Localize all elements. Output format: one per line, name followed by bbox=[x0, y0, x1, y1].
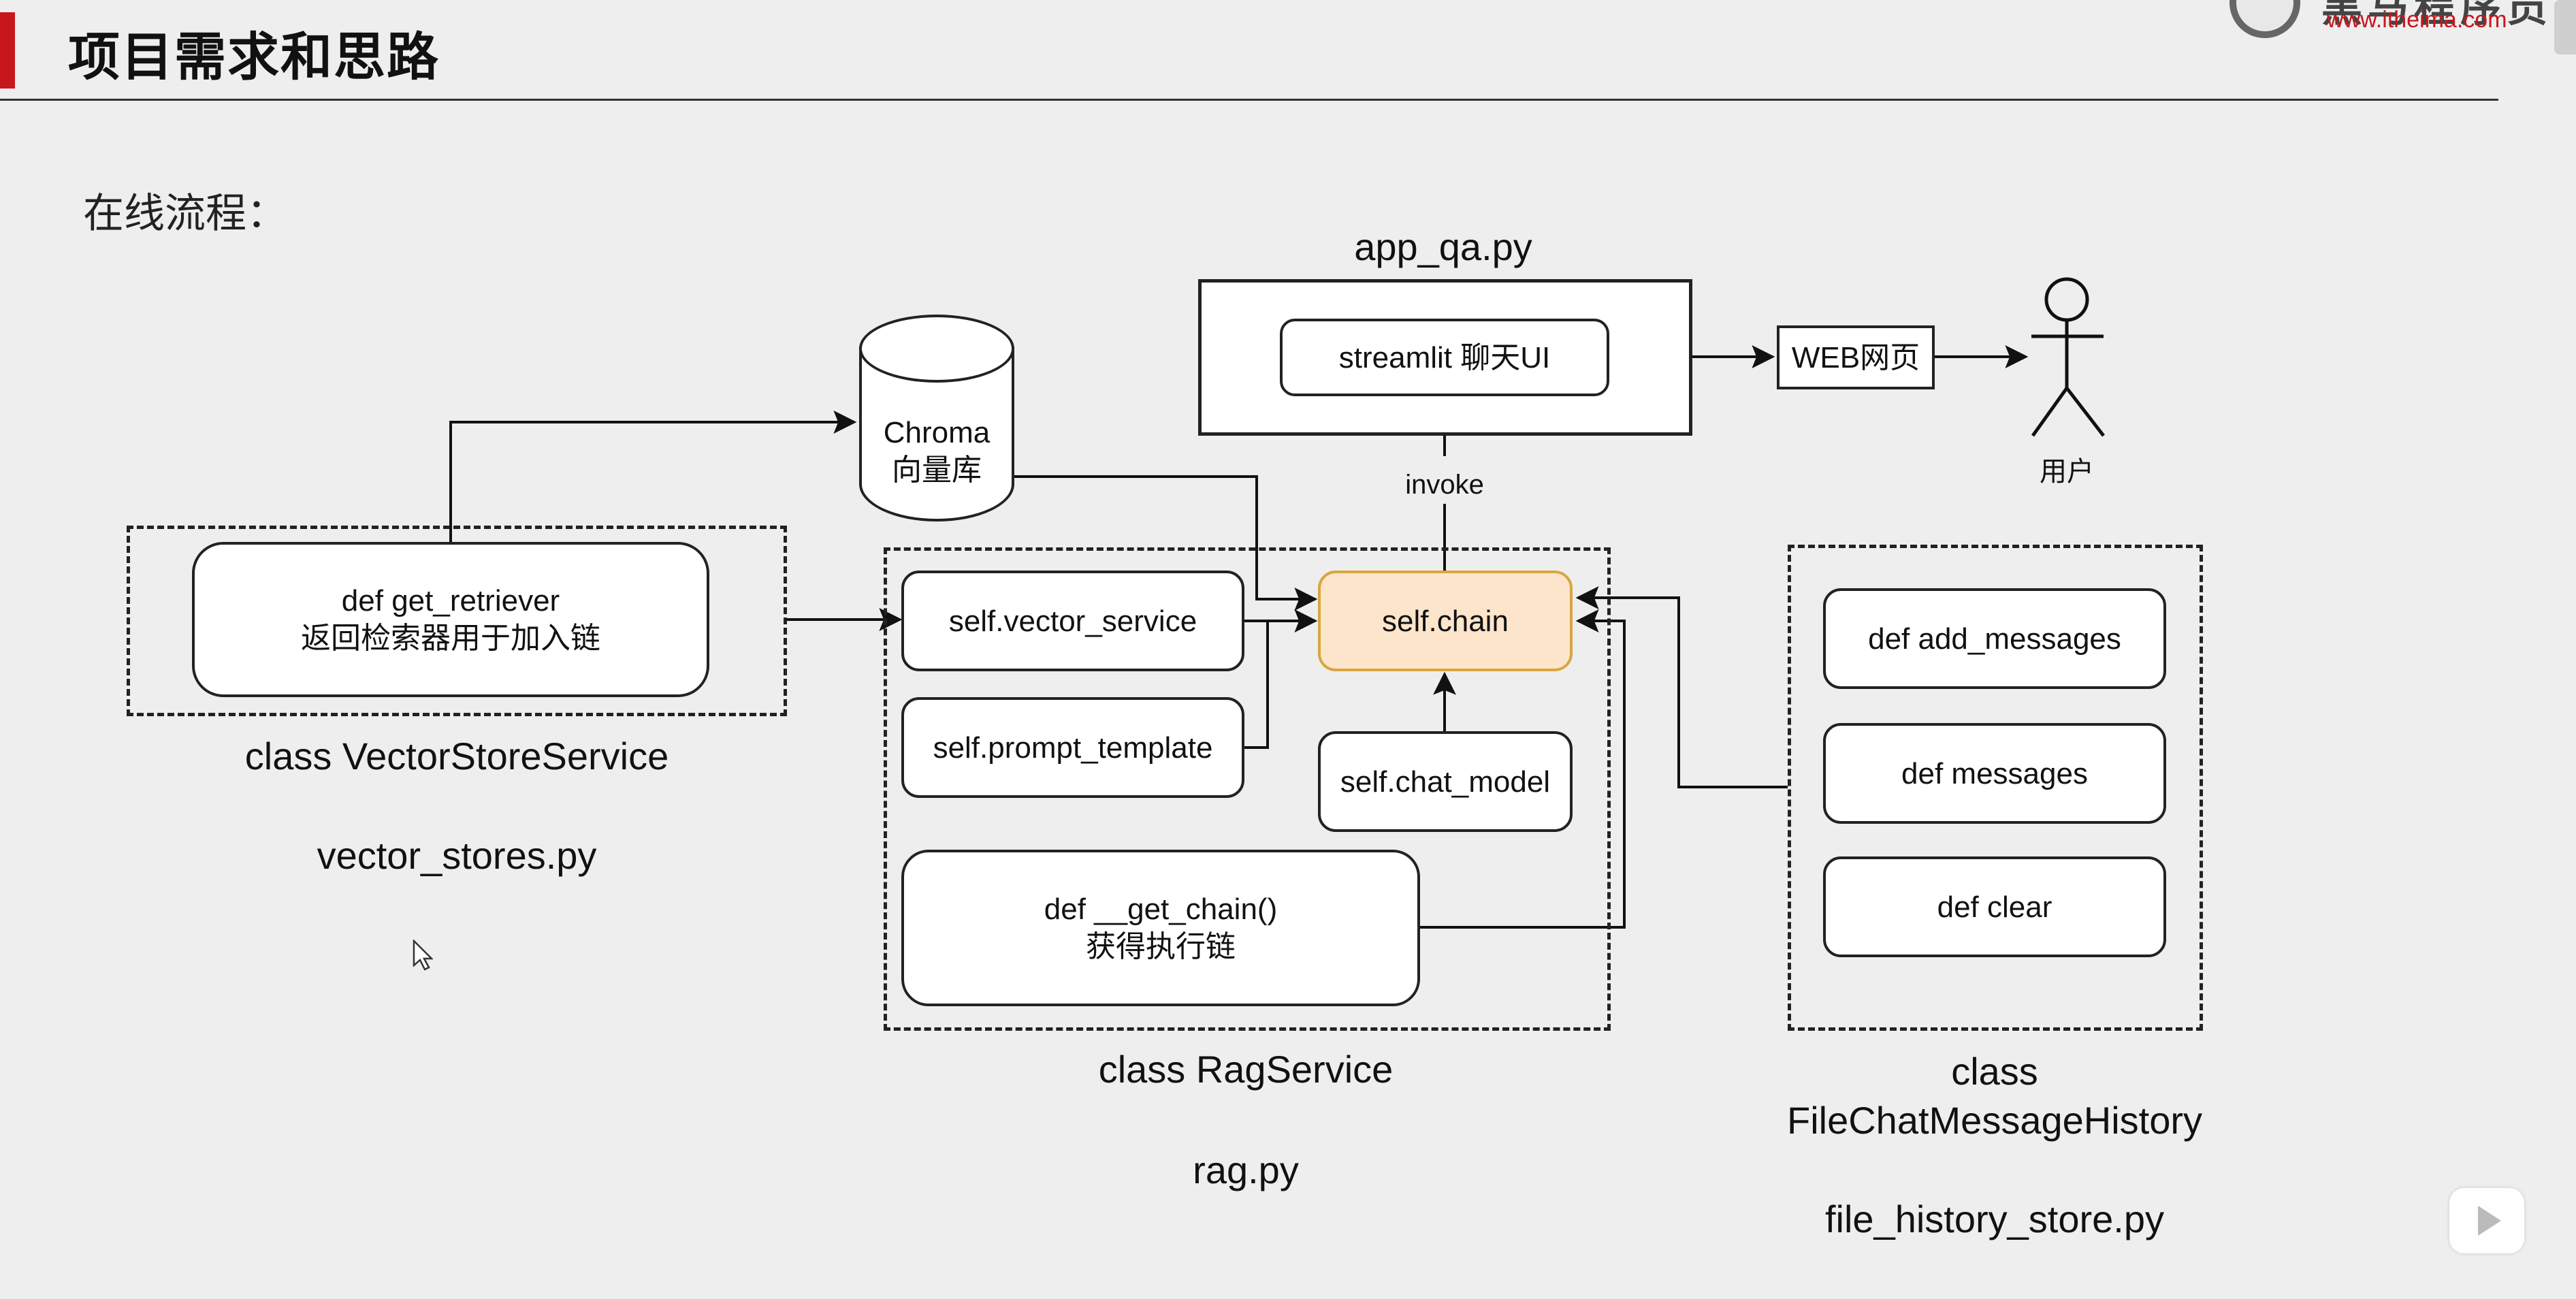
vector-store-class-label: class VectorStoreService bbox=[244, 735, 669, 777]
get-chain-method-box: def __get_chain() 获得执行链 bbox=[901, 850, 1420, 1006]
chroma-cylinder-top bbox=[859, 315, 1014, 383]
file-history-class-label: class FileChatMessageHistory bbox=[1787, 1050, 2202, 1142]
clear-method-box: def clear bbox=[1823, 856, 2166, 957]
file-history-group bbox=[1788, 545, 2203, 1031]
side-panel-tab[interactable] bbox=[2554, 0, 2576, 54]
video-play-button[interactable] bbox=[2449, 1188, 2524, 1253]
vector-store-service-group bbox=[127, 526, 787, 716]
chat-model-box: self.chat_model bbox=[1318, 731, 1573, 832]
self-chain-box: self.chain bbox=[1318, 571, 1573, 671]
brand-logo-text: 黑马程序员 bbox=[2321, 0, 2553, 31]
file-history-store-file-label: file_history_store.py bbox=[1824, 1198, 2164, 1240]
get-retriever-method-box: def get_retriever 返回检索器用于加入链 bbox=[192, 542, 709, 697]
title-accent-bar bbox=[0, 12, 15, 89]
edge-history-to-chain bbox=[1575, 586, 1788, 788]
app-qa-file-label: app_qa.py bbox=[1354, 225, 1532, 268]
add-messages-method-box: def add_messages bbox=[1823, 588, 2166, 689]
chroma-db-label: Chroma 向量库 bbox=[883, 416, 991, 487]
streamlit-chat-ui-box: streamlit 聊天UI bbox=[1280, 319, 1609, 396]
messages-method-box: def messages bbox=[1823, 723, 2166, 824]
play-icon bbox=[2478, 1206, 2501, 1236]
edge-retriever-to-chroma bbox=[449, 411, 857, 542]
rag-file-label: rag.py bbox=[1193, 1149, 1299, 1191]
page-title: 项目需求和思路 bbox=[68, 27, 440, 87]
section-label: 在线流程： bbox=[83, 190, 287, 238]
title-divider bbox=[0, 99, 2498, 101]
edge-get-chain-to-chain bbox=[1420, 609, 1626, 929]
edge-prompt-template-to-chain bbox=[1244, 621, 1269, 749]
edge-chroma-to-chain bbox=[1014, 475, 1318, 611]
user-label: 用户 bbox=[2040, 456, 2094, 487]
rag-service-class-label: class RagService bbox=[1098, 1048, 1394, 1091]
rag-service-group bbox=[884, 547, 1611, 1031]
web-page-box: WEB网页 bbox=[1777, 325, 1935, 389]
vector-service-box: self.vector_service bbox=[901, 571, 1244, 671]
vector-stores-file-label: vector_stores.py bbox=[317, 834, 597, 877]
prompt-template-box: self.prompt_template bbox=[901, 697, 1244, 798]
invoke-label: invoke bbox=[1389, 466, 1500, 504]
user-actor-icon bbox=[2031, 277, 2105, 437]
mouse-cursor-icon bbox=[413, 940, 433, 971]
brand-url: www.itheima.com bbox=[2327, 7, 2507, 33]
